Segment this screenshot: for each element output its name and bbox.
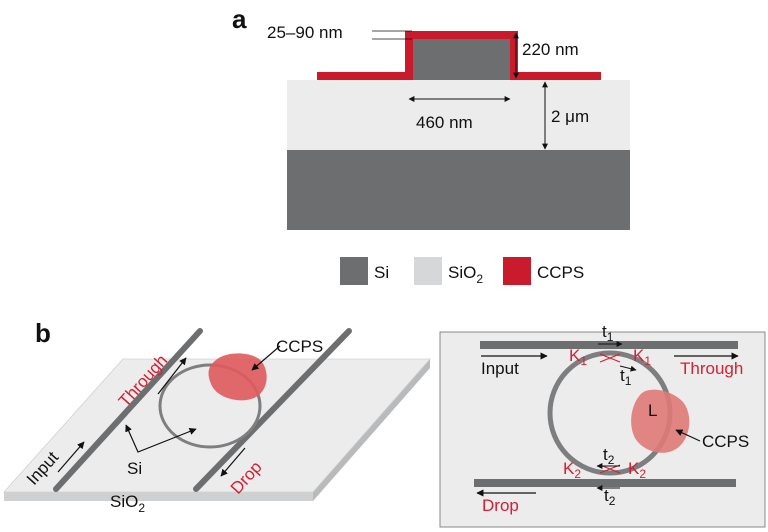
bottom-bus-waveguide bbox=[474, 479, 736, 487]
legend: Si SiO2 CCPS bbox=[340, 257, 584, 286]
oxide-label: 2 μm bbox=[551, 107, 589, 126]
panel-b-letter: b bbox=[35, 318, 51, 348]
thickness-label: 25–90 nm bbox=[267, 23, 343, 42]
ccps-pointer-right bbox=[675, 429, 701, 442]
drop-label-right: Drop bbox=[482, 496, 519, 515]
oxide-layer bbox=[287, 80, 630, 150]
si-waveguide-core bbox=[413, 39, 510, 80]
through-label-right: Through bbox=[680, 359, 743, 378]
si-substrate bbox=[287, 150, 630, 230]
sio2-label-left: SiO2 bbox=[110, 492, 145, 515]
slab-front bbox=[4, 492, 313, 501]
t2-top-label: t2 bbox=[603, 445, 615, 467]
legend-ccps-swatch bbox=[503, 257, 531, 285]
legend-sio2-swatch bbox=[414, 257, 442, 285]
t1-top-label: t1 bbox=[602, 322, 614, 344]
slab-top bbox=[3, 358, 431, 493]
si-label-left: Si bbox=[127, 459, 142, 478]
loss-label: L bbox=[648, 401, 657, 420]
legend-si-label: Si bbox=[374, 263, 389, 282]
input-label-right: Input bbox=[481, 359, 519, 378]
t1-bottom-arrow bbox=[619, 365, 637, 372]
legend-ccps-label: CCPS bbox=[537, 263, 584, 282]
right-bus-waveguide bbox=[193, 328, 352, 492]
k2-left-label: K2 bbox=[563, 459, 581, 481]
legend-sio2-label: SiO2 bbox=[448, 263, 483, 286]
width-label: 460 nm bbox=[416, 113, 473, 132]
panel-a-letter: a bbox=[232, 4, 247, 34]
ccps-label-right: CCPS bbox=[702, 432, 749, 451]
top-bus-waveguide bbox=[480, 341, 738, 349]
k1-left-label: K1 bbox=[569, 346, 587, 368]
k1-right-label: K1 bbox=[633, 346, 651, 368]
ccps-patch-top-view bbox=[631, 389, 690, 453]
drop-arrow-left bbox=[220, 447, 246, 477]
ring-resonator bbox=[158, 363, 262, 449]
through-arrow-left bbox=[157, 357, 187, 395]
input-arrow-left bbox=[57, 441, 85, 473]
coupling-mark-top bbox=[599, 353, 621, 363]
slab-3d bbox=[3, 358, 431, 501]
t1-bottom-label: t1 bbox=[620, 366, 632, 388]
left-bus-waveguide bbox=[53, 328, 203, 492]
si-pointer-left bbox=[125, 424, 197, 453]
schematic-box bbox=[439, 331, 766, 528]
k2-right-label: K2 bbox=[628, 459, 646, 481]
height-label: 220 nm bbox=[522, 40, 579, 59]
ccps-label-left: CCPS bbox=[276, 337, 323, 356]
legend-si-swatch bbox=[340, 257, 368, 285]
ccps-pointer-left bbox=[251, 345, 281, 371]
t2-bottom-label: t2 bbox=[604, 486, 616, 508]
